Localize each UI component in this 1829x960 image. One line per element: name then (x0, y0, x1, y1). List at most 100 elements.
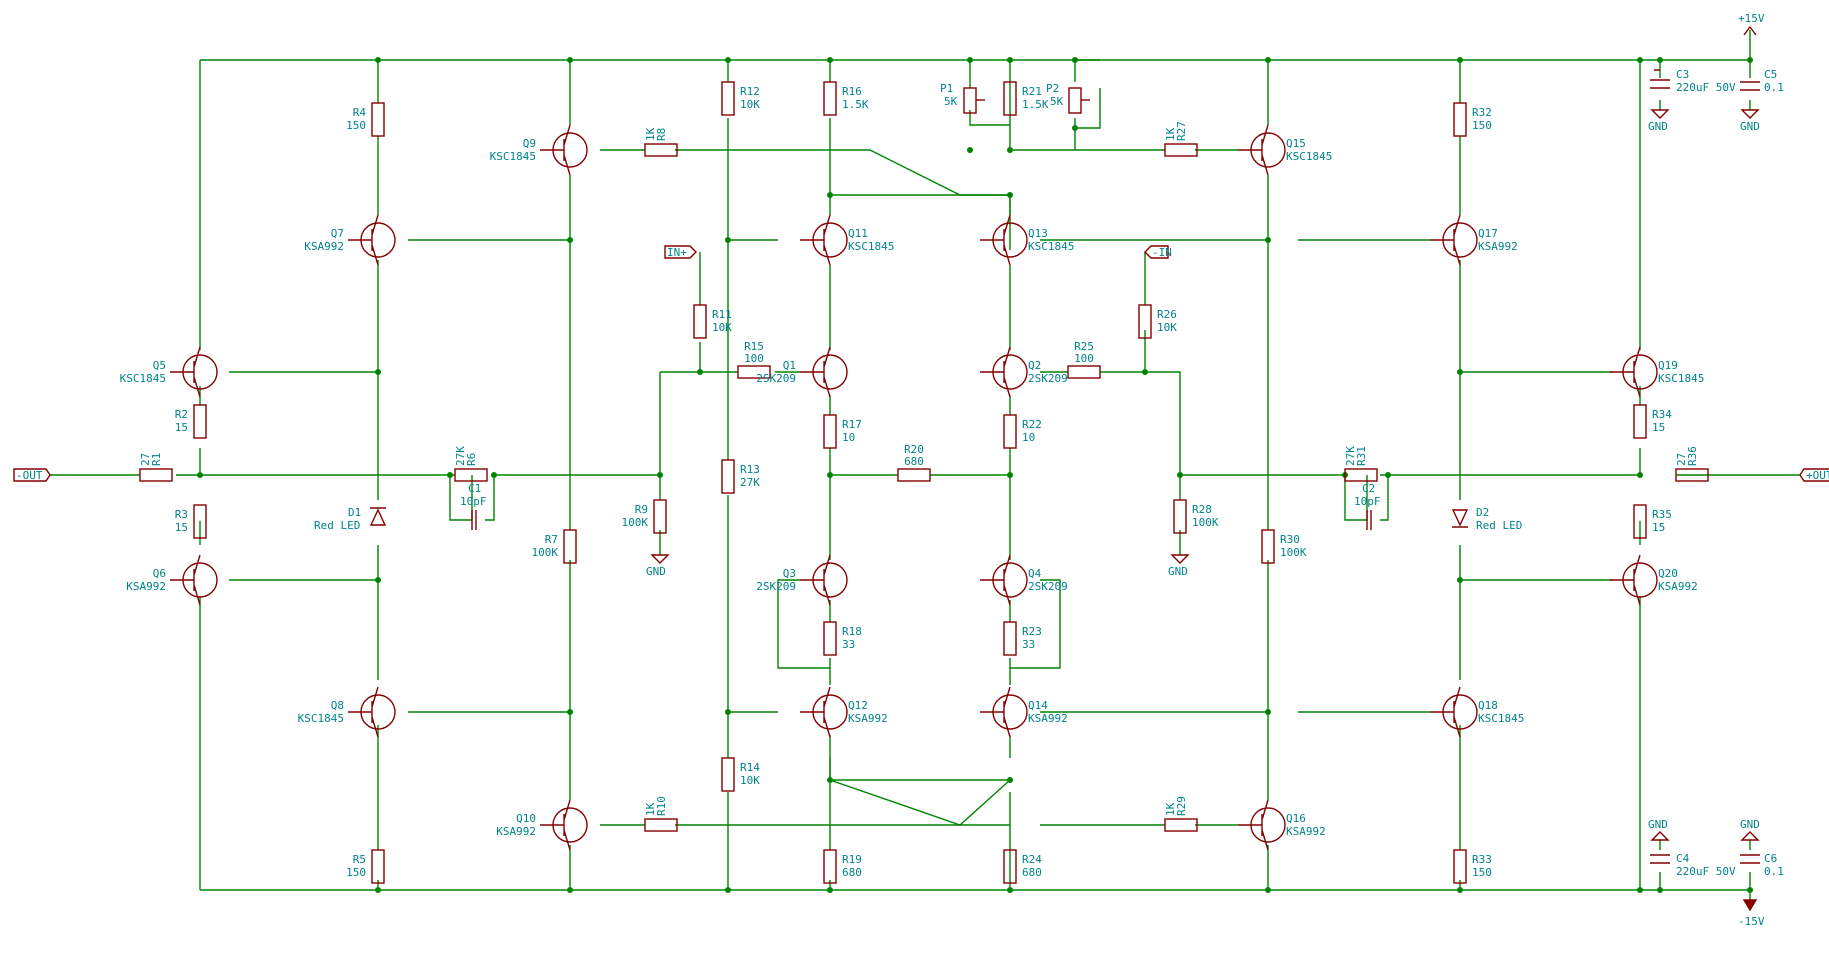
resistor-r11 (693, 304, 707, 339)
p1-ref: P1 (940, 82, 953, 95)
r29-ref: R29 (1175, 796, 1188, 816)
r16-value: 1.5K (842, 98, 869, 111)
r6-value: 27K (454, 446, 467, 466)
port-out-pos-flag (1799, 468, 1829, 482)
resistor-r32 (1453, 102, 1467, 137)
gnd-symbol-r28 (1170, 554, 1190, 564)
q4-part: 2SK209 (1028, 580, 1068, 593)
q20-part: KSA992 (1658, 580, 1698, 593)
gnd-label-c6: GND (1740, 818, 1760, 831)
q17-ref: Q17 (1478, 227, 1498, 240)
r19-value: 680 (842, 866, 862, 879)
resistor-r5 (371, 849, 385, 884)
resistor-r17 (823, 414, 837, 449)
r13-value: 27K (740, 476, 760, 489)
r22-value: 10 (1022, 431, 1035, 444)
q1-ref: Q1 (783, 359, 796, 372)
r19-ref: R19 (842, 853, 862, 866)
resistor-r26 (1138, 304, 1152, 339)
r11-value: 10K (712, 321, 732, 334)
r3-ref: R3 (175, 508, 188, 521)
r4-ref: R4 (353, 106, 367, 119)
resistor-r9 (653, 499, 667, 534)
port-in-plus: IN+ (667, 246, 687, 259)
port-in-minus-flag (1144, 245, 1169, 259)
r14-ref: R14 (740, 761, 760, 774)
resistor-r4 (371, 102, 385, 137)
r6-ref: R6 (465, 453, 478, 466)
resistor-r18 (823, 621, 837, 656)
gnd-label-c4: GND (1648, 818, 1668, 831)
r32-value: 150 (1472, 119, 1492, 132)
port-in-plus-flag (664, 245, 697, 259)
port-out-neg-flag (13, 468, 51, 482)
r14-value: 10K (740, 774, 760, 787)
vminus-label: -15V (1738, 915, 1765, 928)
c4-ref: C4 (1676, 852, 1690, 865)
r17-value: 10 (842, 431, 855, 444)
transistor-q16 (1238, 799, 1286, 851)
resistor-r22 (1003, 414, 1017, 449)
r7-ref: R7 (545, 533, 558, 546)
r35-value: 15 (1652, 521, 1665, 534)
capacitor-c4 (1650, 854, 1670, 864)
port-out-neg: -OUT (16, 469, 43, 482)
q7-part: KSA992 (304, 240, 344, 253)
wire-network (50, 30, 1800, 905)
d2-ref: D2 (1476, 506, 1489, 519)
r34-value: 15 (1652, 421, 1665, 434)
q18-part: KSC1845 (1478, 712, 1524, 725)
d2-val: Red LED (1476, 519, 1522, 532)
gnd-label-r9: GND (646, 565, 666, 578)
transistor-q12 (800, 686, 848, 738)
q17-part: KSA992 (1478, 240, 1518, 253)
r29-value: 1K (1164, 802, 1177, 816)
q11-part: KSC1845 (848, 240, 894, 253)
q15-ref: Q15 (1286, 137, 1306, 150)
r8-ref: R8 (655, 128, 668, 141)
r1-value: 27 (139, 453, 152, 466)
r28-ref: R28 (1192, 503, 1212, 516)
r12-ref: R12 (740, 85, 760, 98)
c1-val: 10pF (460, 495, 487, 508)
r35-ref: R35 (1652, 508, 1672, 521)
gnd-symbol-c5 (1740, 109, 1760, 119)
c6-ref: C6 (1764, 852, 1777, 865)
resistor-r23 (1003, 621, 1017, 656)
r15-value: 100 (744, 352, 764, 365)
transistor-q1 (800, 346, 848, 398)
r21-value: 1.5K (1022, 98, 1049, 111)
transistor-q19 (1610, 346, 1658, 398)
resistor-r28 (1173, 499, 1187, 534)
r30-ref: R30 (1280, 533, 1300, 546)
transistor-q15 (1238, 124, 1286, 176)
resistor-r31 (1344, 468, 1378, 482)
resistor-r10 (644, 818, 678, 832)
c6-val: 0.1 (1764, 865, 1784, 878)
r22-ref: R22 (1022, 418, 1042, 431)
led-d1 (369, 507, 387, 526)
resistor-r1 (139, 468, 173, 482)
resistor-r35 (1633, 504, 1647, 539)
resistor-r20 (897, 468, 931, 482)
resistor-labels: R4150R215R127R315R5150R627KR7100KR81KR91… (139, 85, 1699, 879)
r3-value: 15 (175, 521, 188, 534)
r13-ref: R13 (740, 463, 760, 476)
q14-part: KSA992 (1028, 712, 1068, 725)
r33-ref: R33 (1472, 853, 1492, 866)
q3-part: 2SK209 (756, 580, 796, 593)
p2-ref: P2 (1046, 82, 1059, 95)
r9-ref: R9 (635, 503, 648, 516)
resistor-r21 (1003, 81, 1017, 116)
transistor-q8 (348, 686, 396, 738)
r23-ref: R23 (1022, 625, 1042, 638)
r32-ref: R32 (1472, 106, 1492, 119)
r27-value: 1K (1164, 127, 1177, 141)
led-d2 (1451, 509, 1469, 528)
r25-value: 100 (1074, 352, 1094, 365)
transistor-q3 (800, 554, 848, 606)
transistor-q18 (1430, 686, 1478, 738)
resistor-r33 (1453, 849, 1467, 884)
r36-value: 27 (1675, 453, 1688, 466)
q20-ref: Q20 (1658, 567, 1678, 580)
